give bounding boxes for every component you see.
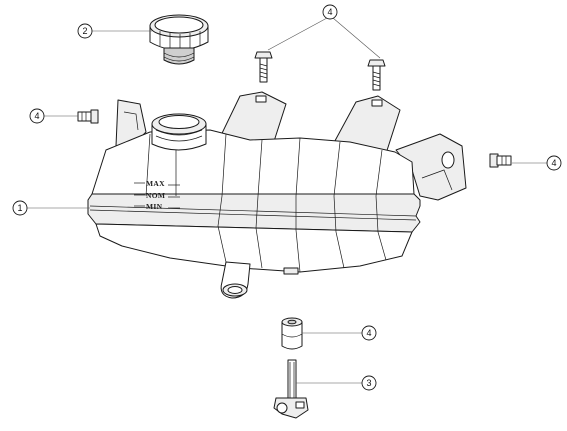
callout-reservoir: 1	[12, 200, 28, 216]
svg-text:4: 4	[327, 7, 332, 17]
level-mark-min: MIN	[146, 202, 163, 211]
svg-text:1: 1	[17, 203, 22, 213]
pressure-cap	[149, 14, 209, 65]
svg-text:3: 3	[366, 378, 371, 388]
bolt-top-left	[254, 51, 273, 83]
bolt-right	[489, 153, 512, 168]
leader-lines	[27, 17, 547, 384]
callout-bolt-left: 4	[29, 108, 45, 124]
callout-cap: 2	[77, 23, 93, 39]
svg-text:2: 2	[82, 26, 87, 36]
svg-text:4: 4	[551, 158, 556, 168]
callout-bolt-right: 4	[546, 155, 562, 171]
callout-bushing: 4	[361, 325, 377, 341]
bolt-top-right	[367, 59, 386, 91]
bolt-left	[77, 109, 99, 124]
svg-text:4: 4	[366, 328, 371, 338]
svg-text:4: 4	[34, 111, 39, 121]
level-sensor	[273, 359, 309, 419]
rubber-bushing	[281, 317, 303, 350]
level-mark-max: MAX	[146, 179, 165, 188]
callout-bolt-top: 4	[322, 4, 338, 20]
callout-sensor: 3	[361, 375, 377, 391]
coolant-reservoir: MAX NOM MIN	[87, 91, 467, 299]
level-mark-nom: NOM	[146, 191, 165, 200]
